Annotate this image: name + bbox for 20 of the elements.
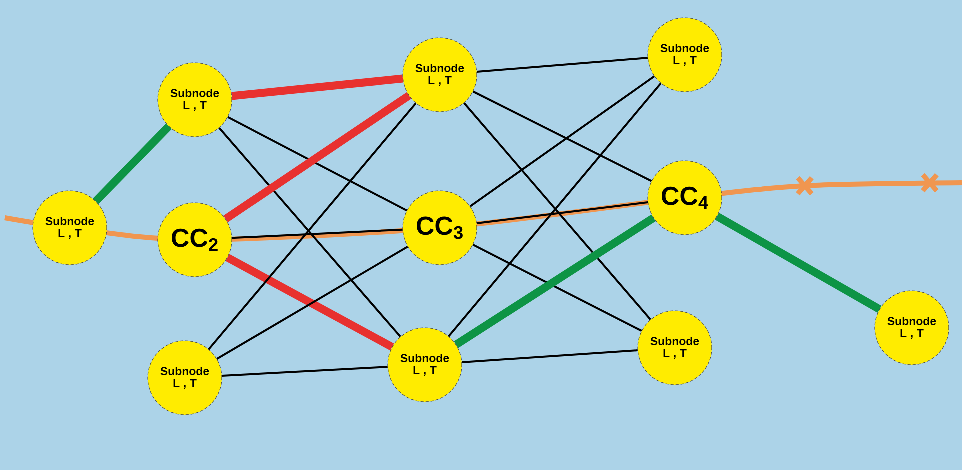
connector-line	[93, 124, 172, 204]
connector-line	[222, 366, 388, 377]
connector-line	[472, 244, 642, 332]
connector-line	[448, 82, 662, 338]
connector-line	[224, 92, 412, 223]
connector-line	[476, 202, 648, 224]
connector-line	[477, 57, 648, 73]
connector-line	[228, 116, 408, 212]
connector-line	[470, 76, 656, 208]
connector-line	[472, 90, 652, 182]
connector-line	[216, 246, 408, 360]
connector-line	[454, 214, 656, 348]
connector-line	[715, 213, 882, 313]
connector-line	[462, 350, 638, 364]
connector-line	[464, 102, 652, 320]
connector-line	[218, 127, 402, 338]
connector-line	[226, 254, 394, 351]
connector-line	[232, 74, 404, 100]
connector-line	[232, 228, 403, 240]
connector-line	[208, 102, 417, 350]
